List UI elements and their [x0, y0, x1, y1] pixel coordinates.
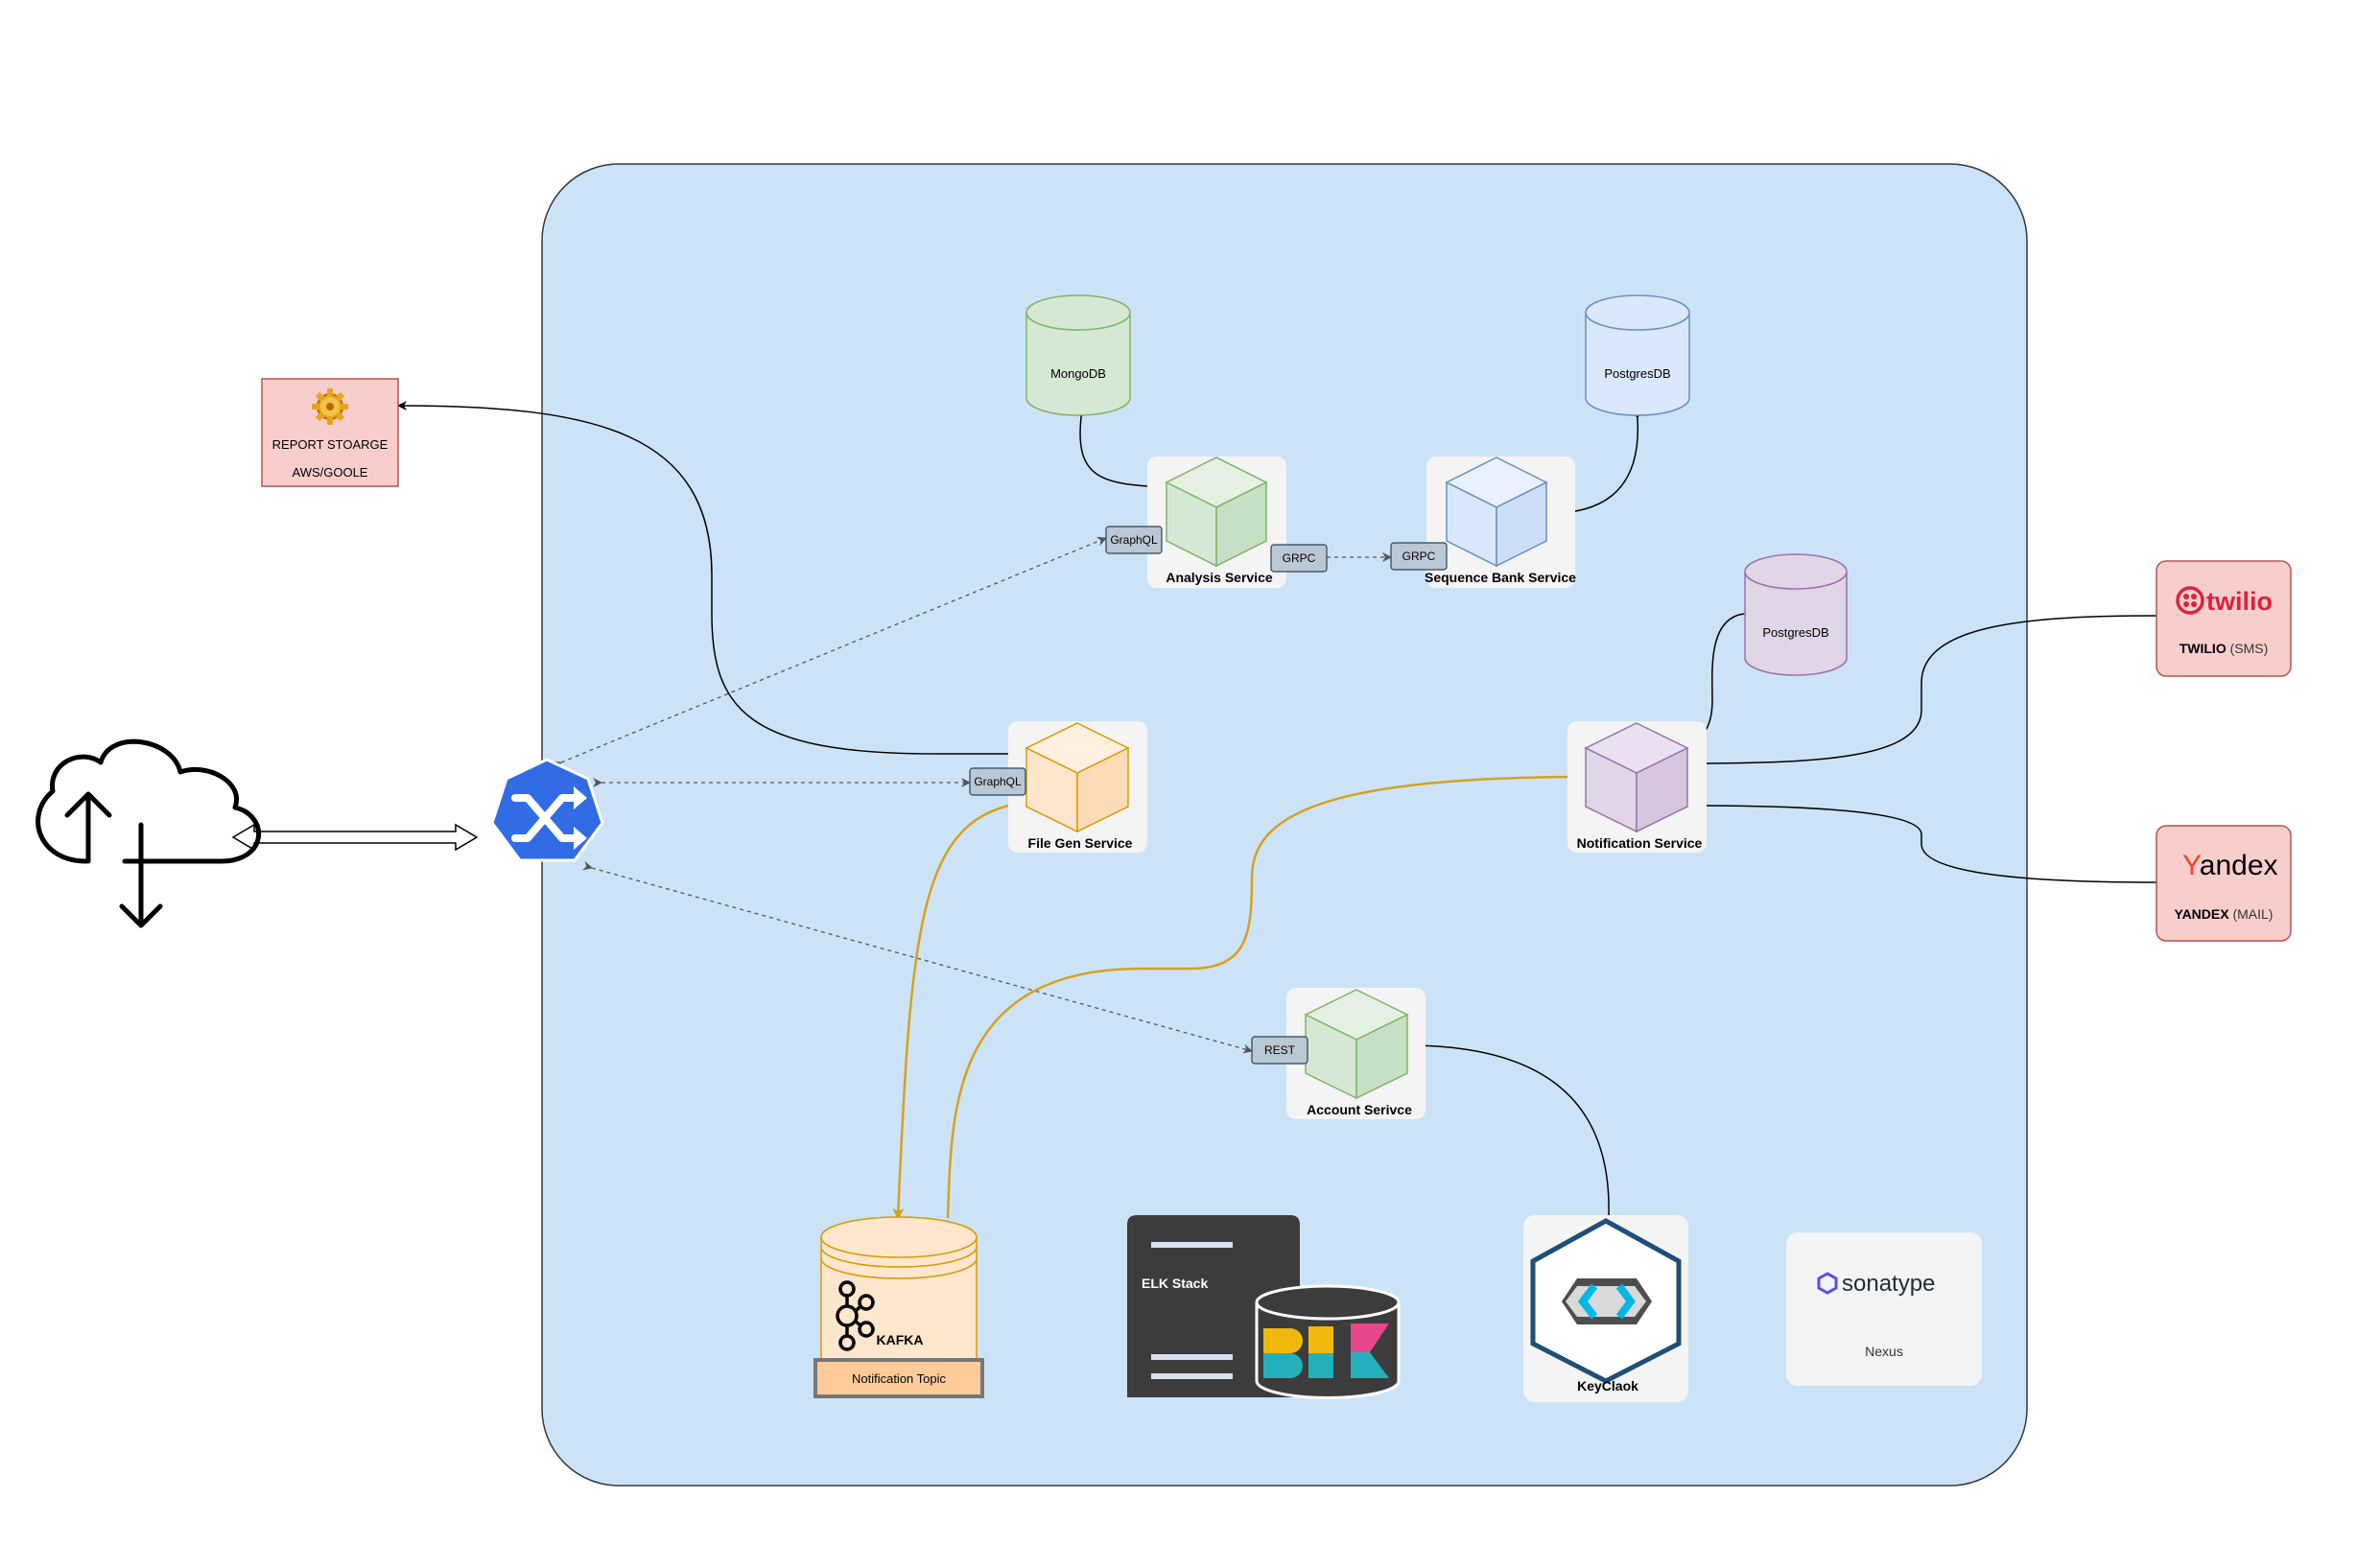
connector-keycloak-account: [1406, 1041, 1614, 1225]
graphql-tag-filegen-label: GraphQL: [974, 775, 1022, 788]
postgres-sequence-label: PostgresDB: [1604, 366, 1670, 381]
postgres-notification-label: PostgresDB: [1762, 625, 1828, 640]
report-storage-box[interactable]: REPORT STOARGE AWS/GOOLE: [261, 378, 399, 487]
keycloak-label: KeyClaok: [1577, 1378, 1638, 1394]
kafka-label: KAFKA: [877, 1332, 924, 1347]
grpc-tag-analysis-label: GRPC: [1283, 551, 1316, 565]
twilio-label-rest: (SMS): [2227, 641, 2269, 656]
notification-service[interactable]: Notification Service: [1567, 721, 1707, 853]
connector-yandex-notification: [1689, 801, 2166, 888]
yandex-label: YANDEX (MAIL): [2175, 906, 2274, 922]
kafka-icon: [836, 1280, 875, 1351]
elk-stack-icon: [1255, 1284, 1401, 1399]
nexus-label: Nexus: [1865, 1344, 1903, 1359]
gateway-icon[interactable]: [490, 758, 604, 862]
grpc-tag-sequence-label: GRPC: [1402, 550, 1436, 563]
connector-mongodb-analysis: [1076, 408, 1166, 492]
connector-cloud-gateway: [231, 823, 479, 852]
connectors: [231, 401, 2166, 1225]
twilio-node[interactable]: twilio TWILIO (SMS): [2156, 560, 2292, 677]
account-service-label: Account Serivce: [1307, 1102, 1412, 1117]
account-service[interactable]: Account Serivce: [1286, 988, 1426, 1119]
postgres-sequence-cylinder[interactable]: PostgresDB: [1585, 294, 1690, 416]
twilio-label-bold: TWILIO: [2180, 641, 2227, 656]
file-gen-service[interactable]: File Gen Service: [1008, 721, 1147, 853]
connector-kafka-notification: [946, 771, 1590, 1219]
graphql-tag-analysis: GraphQL: [1105, 526, 1163, 554]
sequence-bank-service[interactable]: Sequence Bank Service: [1425, 457, 1576, 588]
yandex-logo-text: Yandex: [2182, 850, 2278, 881]
cloud-upload-download-icon: [35, 738, 261, 928]
yandex-logo-first: Y: [2182, 850, 2202, 881]
report-storage-label-2: AWS/GOOLE: [293, 465, 368, 480]
twilio-label: TWILIO (SMS): [2180, 641, 2269, 656]
graphql-tag-analysis-label: GraphQL: [1110, 533, 1158, 547]
yandex-label-bold: YANDEX: [2175, 906, 2230, 922]
sonatype-hexagon-icon: [1817, 1272, 1838, 1295]
elk-stack-label: ELK Stack: [1142, 1276, 1208, 1291]
analysis-service[interactable]: Analysis Service: [1147, 457, 1286, 588]
keycloak-node[interactable]: KeyClaok: [1523, 1215, 1688, 1402]
report-storage-label-1: REPORT STOARGE: [272, 437, 389, 452]
yandex-node[interactable]: Yandex YANDEX (MAIL): [2156, 825, 2292, 942]
mongodb-cylinder[interactable]: MongoDB: [1025, 294, 1131, 416]
rest-tag-account-label: REST: [1264, 1043, 1296, 1057]
grpc-tag-sequence: GRPC: [1390, 542, 1448, 571]
nexus-node[interactable]: sonatype Nexus: [1786, 1232, 1982, 1386]
notification-topic-box[interactable]: [813, 1358, 984, 1398]
notification-topic-label: Notification Topic: [852, 1371, 947, 1386]
elk-stack-node[interactable]: ELK Stack: [1127, 1215, 1401, 1399]
twilio-icon: [2176, 586, 2204, 615]
connector-twilio-notification: [1689, 610, 2166, 768]
keycloak-icon: [1562, 1278, 1652, 1324]
grpc-tag-analysis: GRPC: [1270, 544, 1328, 573]
analysis-service-label: Analysis Service: [1166, 570, 1273, 585]
yandex-label-rest: (MAIL): [2229, 906, 2274, 922]
notification-service-label: Notification Service: [1577, 835, 1703, 851]
mongodb-label: MongoDB: [1050, 366, 1106, 381]
connector-gateway-analysis: [551, 536, 1107, 771]
sequence-bank-service-label: Sequence Bank Service: [1425, 570, 1576, 585]
file-gen-service-label: File Gen Service: [1028, 835, 1133, 851]
twilio-logo-text: twilio: [2206, 587, 2273, 616]
connector-filegen-kafka: [892, 800, 1029, 1220]
gear-icon: [312, 388, 348, 425]
sonatype-logo-text: sonatype: [1842, 1271, 1935, 1297]
yandex-logo-rest: andex: [2200, 850, 2278, 881]
kafka-node[interactable]: KAFKA Notification Topic: [813, 1216, 984, 1398]
graphql-tag-filegen: GraphQL: [969, 767, 1026, 796]
postgres-notification-cylinder[interactable]: PostgresDB: [1744, 553, 1848, 676]
rest-tag-account: REST: [1251, 1036, 1308, 1065]
connector-gateway-account: [581, 860, 1253, 1054]
